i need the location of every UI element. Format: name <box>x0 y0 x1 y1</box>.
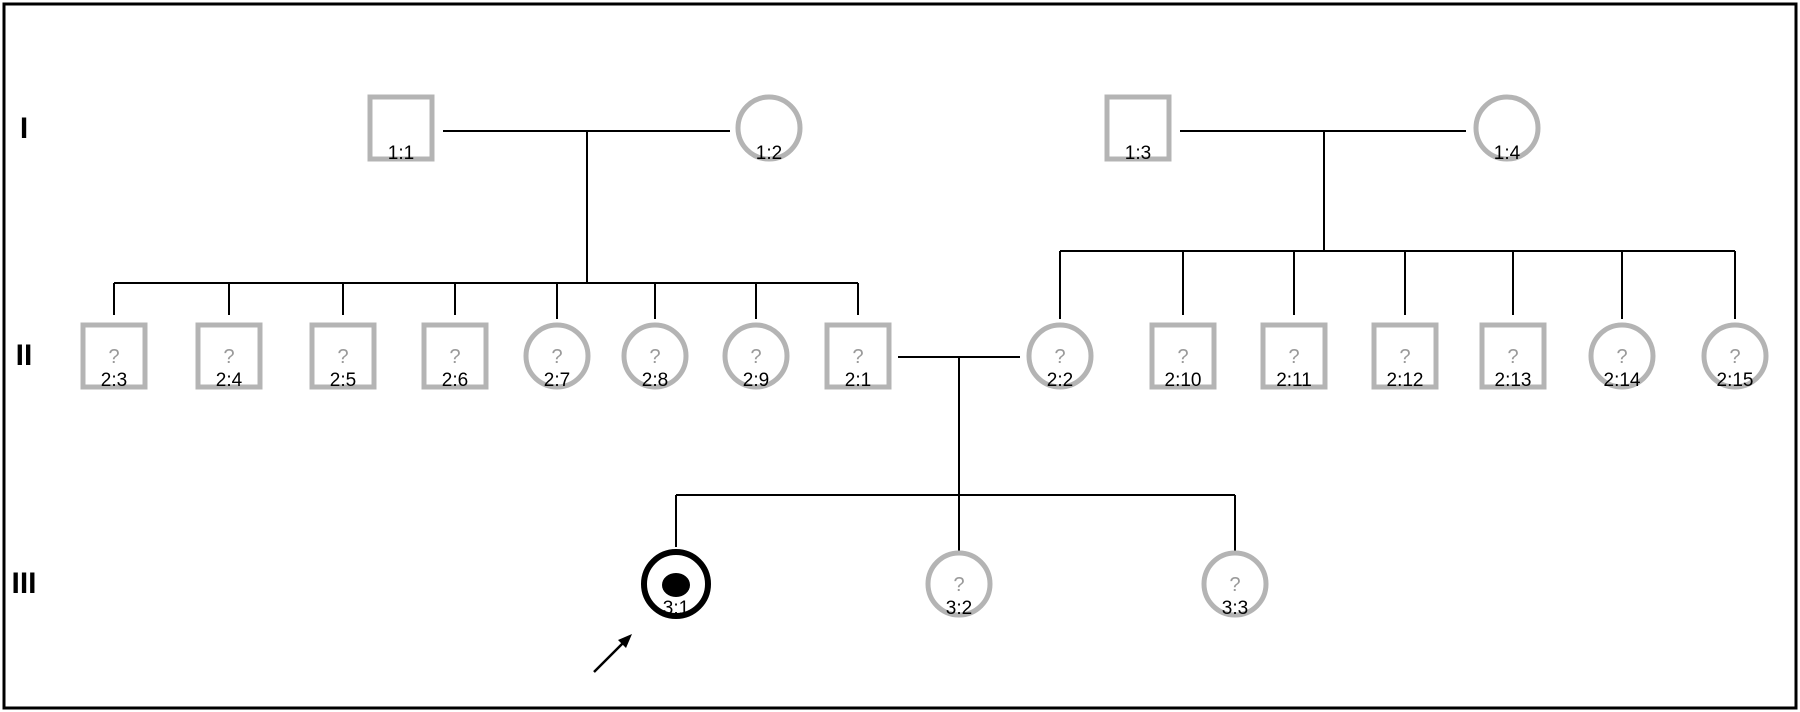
individual-2-9[interactable]: ?2:9 <box>722 322 790 391</box>
unknown-status-mark: ? <box>1054 346 1065 368</box>
female-symbol <box>1701 322 1769 390</box>
individual-1-2[interactable]: 1:2 <box>735 94 803 164</box>
individual-id-label: 2:15 <box>1717 370 1754 391</box>
female-symbol <box>925 550 993 618</box>
individual-1-4[interactable]: 1:4 <box>1473 94 1541 164</box>
individual-2-6[interactable]: ?2:6 <box>421 322 489 391</box>
individual-2-7[interactable]: ?2:7 <box>523 322 591 391</box>
unknown-status-mark: ? <box>1177 346 1188 368</box>
unknown-status-mark: ? <box>1288 346 1299 368</box>
individual-id-label: 2:2 <box>1047 370 1073 391</box>
male-symbol <box>80 322 148 390</box>
generation-label-II: II <box>16 339 33 372</box>
unknown-status-mark: ? <box>953 574 964 596</box>
individual-id-label: 2:5 <box>330 370 356 391</box>
male-symbol <box>309 322 377 390</box>
male-symbol <box>1479 322 1547 390</box>
carrier-dot <box>662 573 690 597</box>
unknown-status-mark: ? <box>852 346 863 368</box>
individual-3-2[interactable]: ?3:2 <box>925 550 993 619</box>
individual-1-1[interactable]: 1:1 <box>367 94 435 164</box>
pedigree-lines <box>113 130 1736 551</box>
individual-1-3[interactable]: 1:3 <box>1104 94 1172 164</box>
unknown-status-mark: ? <box>337 346 348 368</box>
individual-2-12[interactable]: ?2:12 <box>1371 322 1439 391</box>
unknown-status-mark: ? <box>1507 346 1518 368</box>
individual-2-10[interactable]: ?2:10 <box>1149 322 1217 391</box>
individual-id-label: 2:13 <box>1495 370 1532 391</box>
individual-2-14[interactable]: ?2:14 <box>1588 322 1656 391</box>
female-symbol <box>735 94 803 162</box>
individual-id-label: 2:7 <box>544 370 570 391</box>
individual-id-label: 2:11 <box>1276 370 1312 391</box>
individual-2-3[interactable]: ?2:3 <box>80 322 148 391</box>
male-symbol <box>421 322 489 390</box>
arrow-icon <box>593 634 632 673</box>
individual-2-5[interactable]: ?2:5 <box>309 322 377 391</box>
unknown-status-mark: ? <box>551 346 562 368</box>
unknown-status-mark: ? <box>108 346 119 368</box>
female-symbol <box>523 322 591 390</box>
individual-id-label: 2:10 <box>1165 370 1202 391</box>
individual-id-label: 2:8 <box>642 370 668 391</box>
individual-id-label: 3:3 <box>1222 598 1248 619</box>
individual-id-label: 1:4 <box>1494 143 1521 164</box>
female-symbol <box>722 322 790 390</box>
individual-id-label: 2:9 <box>743 370 769 391</box>
individual-2-4[interactable]: ?2:4 <box>195 322 263 391</box>
individual-id-label: 3:1 <box>663 598 689 619</box>
generation-label-I: I <box>20 112 28 145</box>
female-symbol <box>1026 322 1094 390</box>
female-symbol <box>621 322 689 390</box>
individual-id-label: 3:2 <box>946 598 972 619</box>
individual-2-8[interactable]: ?2:8 <box>621 322 689 391</box>
individual-3-1[interactable]: 3:1 <box>641 549 711 619</box>
unknown-status-mark: ? <box>1616 346 1627 368</box>
individual-2-1[interactable]: ?2:1 <box>824 322 892 391</box>
individual-id-label: 2:14 <box>1604 370 1641 391</box>
individual-id-label: 2:12 <box>1387 370 1424 391</box>
individual-2-11[interactable]: ?2:11 <box>1260 322 1328 391</box>
female-symbol <box>1473 94 1541 162</box>
individual-3-3[interactable]: ?3:3 <box>1201 550 1269 619</box>
individual-2-13[interactable]: ?2:13 <box>1479 322 1547 391</box>
male-symbol <box>367 94 435 162</box>
unknown-status-mark: ? <box>223 346 234 368</box>
individual-id-label: 2:4 <box>216 370 243 391</box>
unknown-status-mark: ? <box>1729 346 1740 368</box>
male-symbol <box>1149 322 1217 390</box>
male-symbol <box>1104 94 1172 162</box>
male-symbol <box>824 322 892 390</box>
male-symbol <box>1371 322 1439 390</box>
individual-2-2[interactable]: ?2:2 <box>1026 322 1094 391</box>
female-symbol <box>1201 550 1269 618</box>
individual-id-label: 2:1 <box>845 370 871 391</box>
unknown-status-mark: ? <box>1399 346 1410 368</box>
individual-id-label: 2:6 <box>442 370 468 391</box>
individual-id-label: 2:3 <box>101 370 127 391</box>
individual-id-label: 1:3 <box>1125 143 1151 164</box>
individual-id-label: 1:1 <box>388 143 414 164</box>
unknown-status-mark: ? <box>449 346 460 368</box>
generation-label-III: III <box>11 567 36 600</box>
individual-id-label: 1:2 <box>756 143 782 164</box>
unknown-status-mark: ? <box>750 346 761 368</box>
unknown-status-mark: ? <box>649 346 660 368</box>
female-symbol <box>1588 322 1656 390</box>
unknown-status-mark: ? <box>1229 574 1240 596</box>
individual-2-15[interactable]: ?2:15 <box>1701 322 1769 391</box>
male-symbol <box>1260 322 1328 390</box>
male-symbol <box>195 322 263 390</box>
